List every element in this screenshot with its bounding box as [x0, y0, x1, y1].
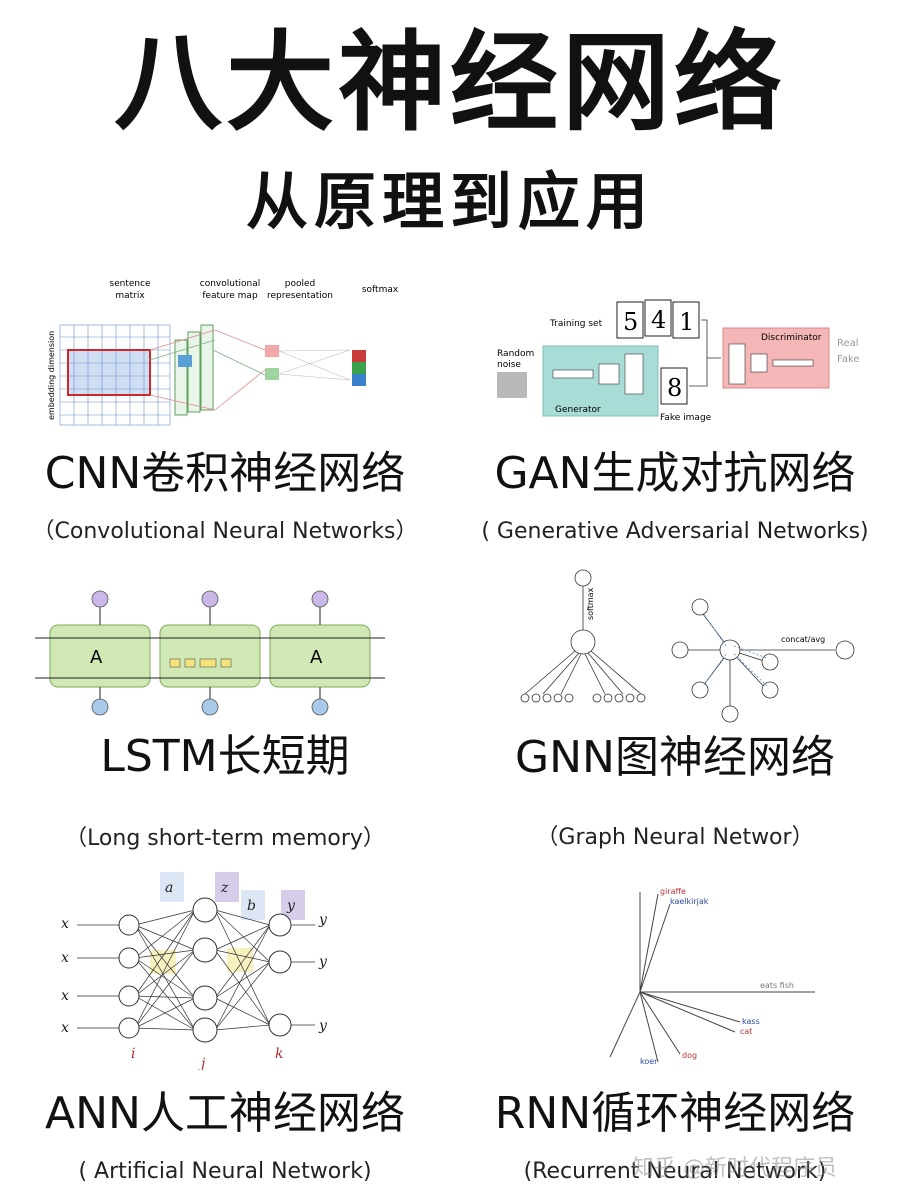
gan-label-noise: noise	[497, 360, 521, 370]
svg-text:4: 4	[651, 306, 666, 334]
lstm-english: （Long short-term memory）	[65, 826, 385, 851]
gnn-diagram: softmax concat/avg	[520, 569, 855, 723]
cnn-label-softmax: softmax	[362, 285, 399, 295]
gan-label-training: Training set	[549, 319, 603, 329]
rnn-axis-eats-fish: eats fish	[760, 981, 794, 990]
card-gnn: softmax concat/avg GNN图神经网络 （Graph Neura…	[450, 560, 900, 860]
cnn-label-pooled: pooled	[285, 279, 315, 289]
cnn-label-repr: representation	[267, 291, 333, 301]
cnn-english: （Convolutional Neural Networks）	[32, 519, 418, 544]
rnn-word-dog: dog	[682, 1051, 697, 1060]
gan-label-real: Real	[837, 338, 859, 349]
rnn-word-kass: kass	[742, 1017, 760, 1026]
rnn-word-giraffe: giraffe	[660, 887, 686, 896]
gan-label-generator: Generator	[555, 405, 601, 415]
card-cnn: sentence matrix convolutional feature ma…	[0, 270, 450, 560]
rnn-english: (Recurrent Neural Network)	[523, 1159, 827, 1184]
ann-layer-k: k	[275, 1046, 283, 1062]
rnn-word-koer: koer	[640, 1057, 658, 1066]
svg-text:y: y	[286, 898, 296, 914]
page-title: 八大神经网络	[113, 20, 786, 146]
cnn-label-matrix: matrix	[115, 291, 145, 301]
card-gan: Training set Random noise Generator 5 4 …	[450, 270, 900, 560]
cnn-label-feature: feature map	[202, 291, 258, 301]
rnn-name: RNN循环神经网络	[494, 1088, 856, 1139]
svg-text:y: y	[318, 1018, 328, 1034]
gan-diagram: Training set Random noise Generator 5 4 …	[497, 299, 860, 423]
svg-text:y: y	[318, 912, 328, 928]
gan-label-fake-image: Fake image	[660, 413, 712, 423]
lstm-cell-label-2: A	[310, 647, 323, 668]
svg-text:a: a	[165, 880, 173, 896]
cnn-diagram: sentence matrix convolutional feature ma…	[47, 279, 399, 426]
ann-layer-j: j	[198, 1056, 206, 1070]
ann-name: ANN人工神经网络	[45, 1088, 405, 1139]
gan-name: GAN生成对抗网络	[494, 448, 856, 499]
svg-text:1: 1	[679, 308, 694, 336]
page-subtitle: 从原理到应用	[245, 165, 654, 238]
svg-text:b: b	[247, 898, 256, 914]
cnn-label-conv: convolutional	[200, 279, 260, 289]
cnn-name: CNN卷积神经网络	[44, 448, 406, 499]
ann-layer-i: i	[131, 1046, 135, 1062]
rnn-word-kaelkirjak: kaelkirjak	[670, 897, 709, 906]
gan-label-fake: Fake	[837, 354, 860, 365]
svg-text:y: y	[318, 954, 328, 970]
gan-english: ( Generative Adversarial Networks)	[481, 519, 869, 544]
svg-text:x: x	[61, 988, 69, 1004]
svg-text:x: x	[61, 950, 69, 966]
rnn-word-cat: cat	[740, 1027, 752, 1036]
svg-text:z: z	[220, 880, 229, 896]
svg-text:x: x	[61, 916, 69, 932]
svg-text:x: x	[61, 1020, 69, 1036]
gnn-name: GNN图神经网络	[515, 732, 835, 783]
svg-text:5: 5	[623, 308, 638, 336]
gan-label-discriminator: Discriminator	[761, 333, 822, 343]
watermark: 知乎 @新时代程序员	[632, 1156, 837, 1181]
ann-english: ( Artificial Neural Network)	[78, 1159, 372, 1184]
cnn-label-sentence: sentence	[109, 279, 151, 289]
svg-text:8: 8	[667, 374, 682, 402]
card-lstm: A A LSTM长短期 （Long short-term memory）	[0, 575, 450, 865]
lstm-name: LSTM长短期	[100, 731, 350, 782]
lstm-cell-label-1: A	[90, 647, 103, 668]
cnn-label-embedding: embedding dimension	[47, 331, 56, 420]
rnn-diagram: giraffe kaelkirjak eats fish kass cat ko…	[609, 887, 815, 1066]
gnn-english: （Graph Neural Networ）	[536, 825, 814, 850]
gnn-label-concat: concat/avg	[781, 635, 825, 644]
lstm-diagram: A A	[35, 590, 385, 716]
card-rnn: giraffe kaelkirjak eats fish kass cat ko…	[450, 870, 900, 1200]
gnn-label-softmax: softmax	[586, 587, 595, 620]
gan-label-random: Random	[497, 349, 534, 359]
